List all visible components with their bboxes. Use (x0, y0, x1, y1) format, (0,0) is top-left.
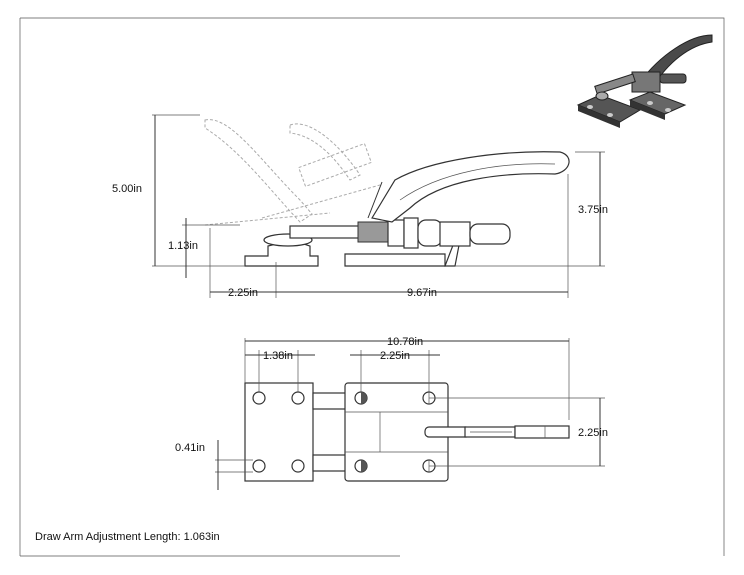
mount-hole (291, 459, 305, 473)
dim-length-main: 9.67in (407, 287, 437, 299)
top-view (215, 338, 605, 490)
nut-1 (387, 219, 405, 247)
link-bar-top (312, 392, 347, 410)
dim-hole-spacing-left: 1.38in (263, 350, 293, 362)
threaded-rod (357, 221, 389, 243)
dim-hole-spacing-right: 2.25in (380, 350, 410, 362)
plunger-top (514, 425, 570, 439)
plunger-housing (439, 221, 471, 247)
dim-hole-edge: 0.41in (175, 442, 205, 454)
lever-handle (371, 151, 570, 223)
handle-top (424, 426, 471, 438)
mount-hole (252, 459, 266, 473)
handle-slot (399, 163, 556, 201)
ghost-handle (204, 119, 313, 223)
nut-2 (403, 217, 419, 249)
dim-width-plunger: 2.25in (578, 427, 608, 439)
main-base (344, 253, 446, 267)
dim-height-handle: 3.75in (578, 204, 608, 216)
latch-arm (367, 181, 383, 219)
ghost-arm (289, 123, 361, 181)
isometric-thumbnail (576, 34, 713, 128)
side-view (152, 114, 605, 298)
mount-hole (291, 391, 305, 405)
dim-height-base: 1.13in (168, 240, 198, 252)
link-bar-bottom (312, 454, 347, 472)
ghost-line-2 (261, 184, 381, 219)
ghost-line-1 (204, 212, 331, 226)
dim-offset-left: 2.25in (228, 287, 258, 299)
ghost-drawbar (298, 142, 372, 188)
mount-hole (252, 391, 266, 405)
draw-arm-note: Draw Arm Adjustment Length: 1.063in (35, 531, 220, 543)
plunger (469, 223, 511, 245)
sheet-border (20, 17, 725, 556)
dim-length-overall: 10.78in (387, 336, 423, 348)
nut-3 (417, 219, 443, 247)
dim-height-overall: 5.00in (112, 183, 142, 195)
